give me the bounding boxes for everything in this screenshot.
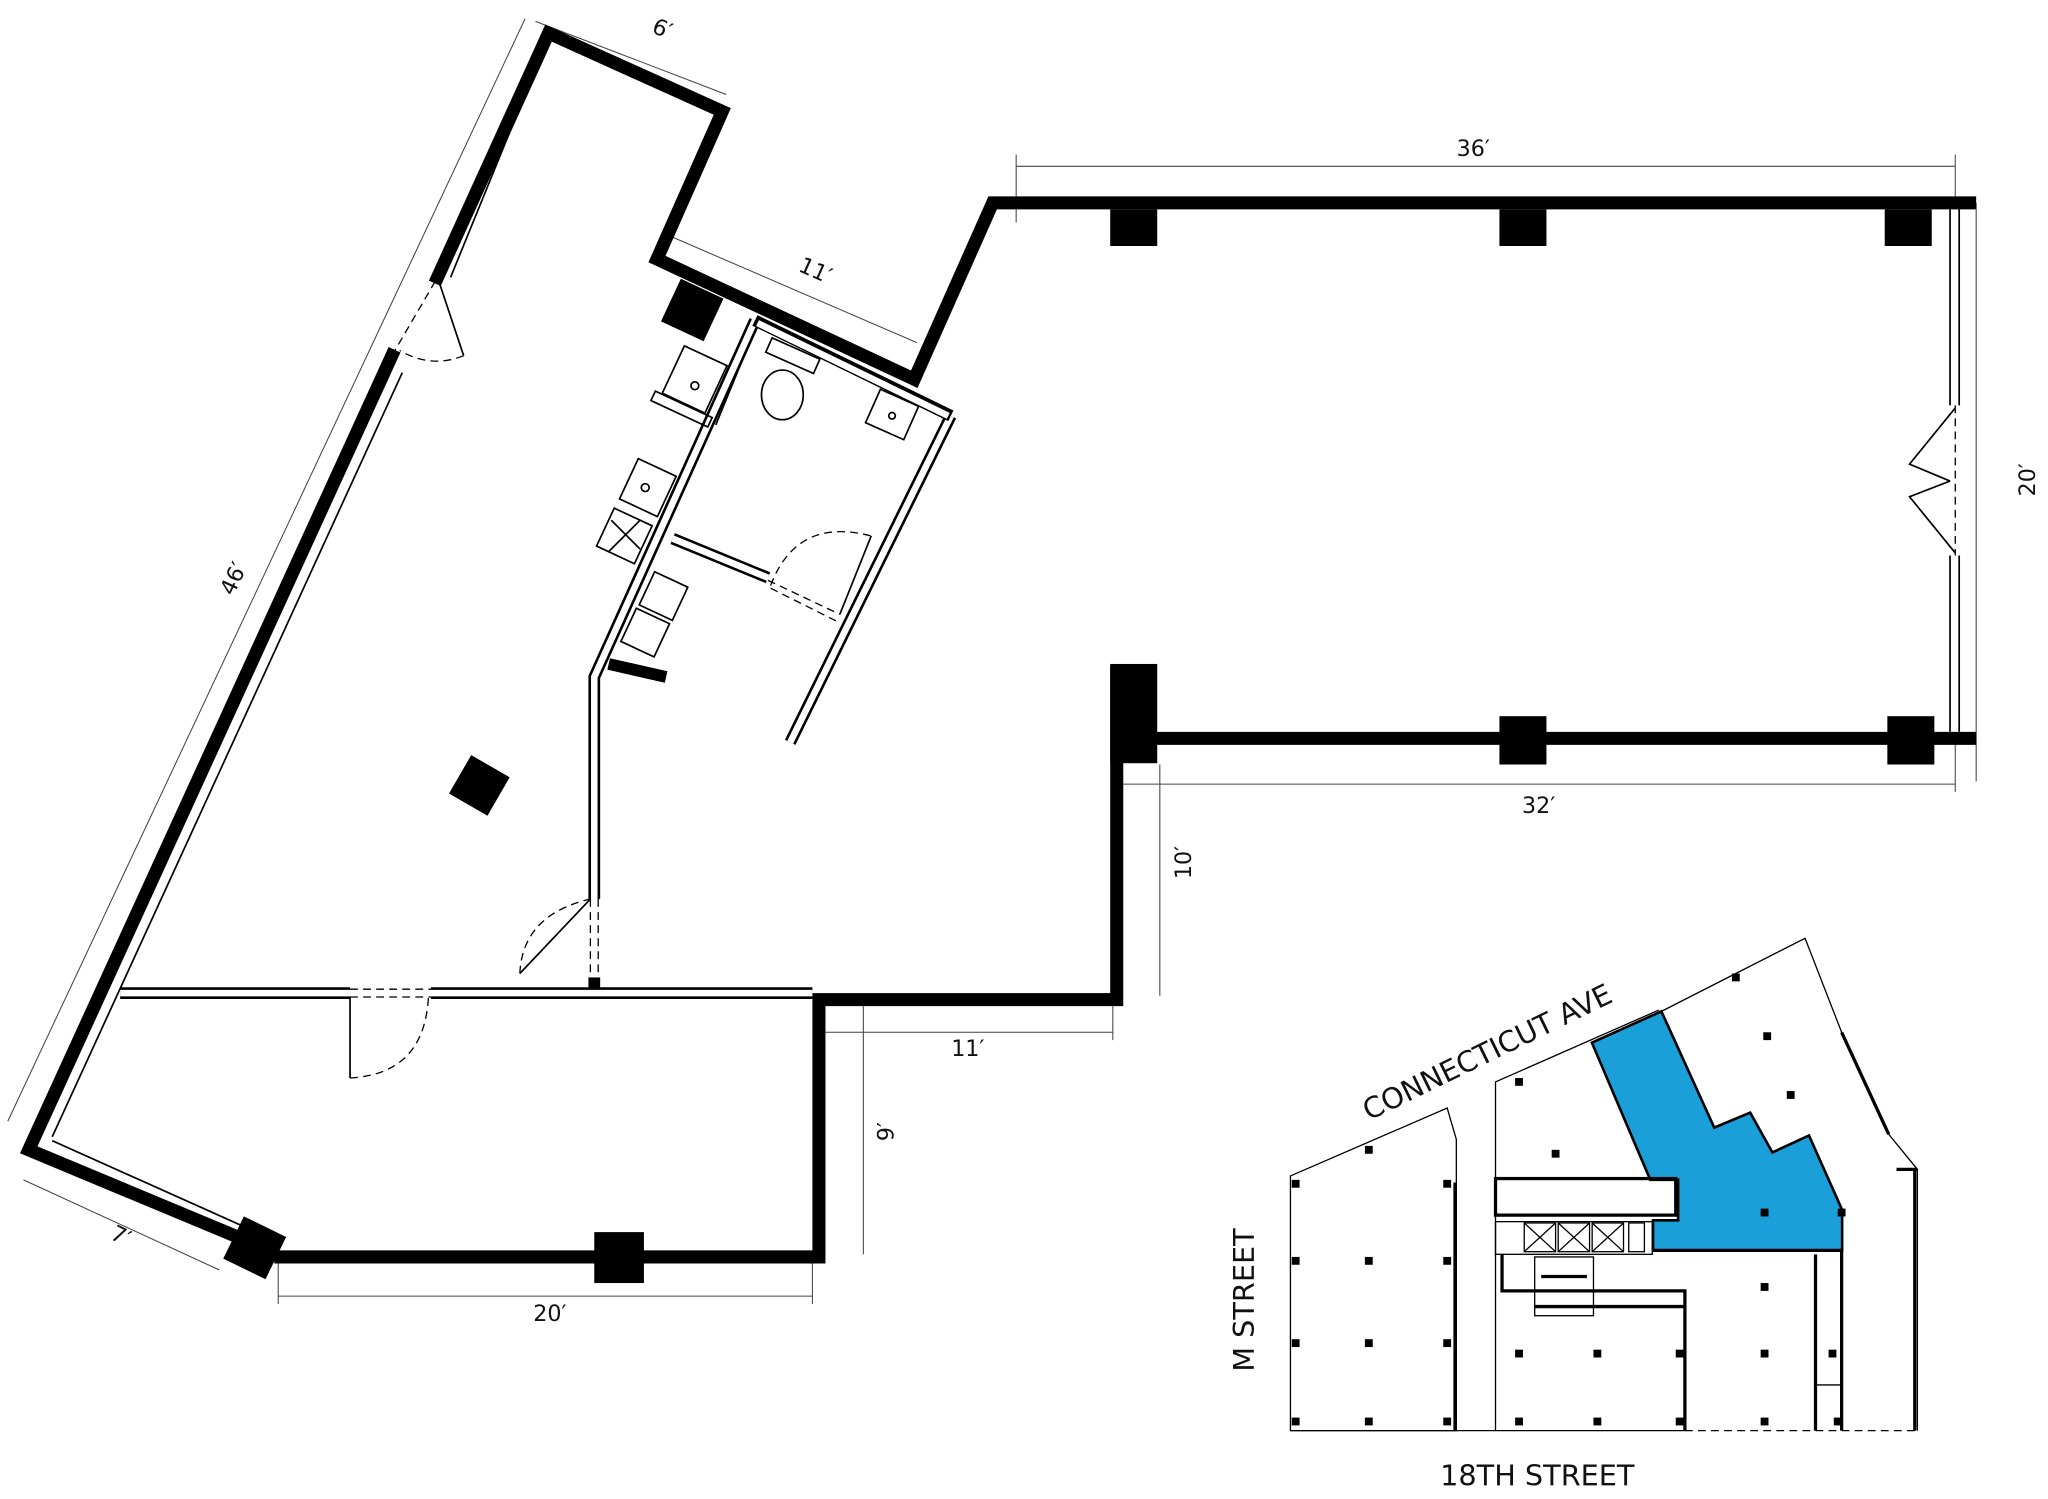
key-plan: CONNECTICUT AVE M STREET 18TH STREET	[1227, 937, 1919, 1493]
cabinet	[638, 570, 689, 622]
dim-label-bottom: 20′	[533, 1301, 566, 1327]
bathroom-sink-icon	[864, 388, 920, 441]
key-elevators	[1523, 1222, 1646, 1253]
key-core	[1493, 1176, 1678, 1217]
column	[1110, 663, 1158, 764]
column	[1887, 716, 1935, 765]
column	[1499, 716, 1547, 765]
fixtures	[595, 336, 920, 659]
key-building-left	[1289, 1107, 1457, 1432]
dim-label-lower-room: 9′	[873, 1122, 899, 1141]
column	[661, 278, 724, 342]
dim-label-inner-diagonal: 11′	[795, 252, 836, 289]
counter	[649, 389, 714, 429]
dim-line-bottom-left	[23, 1179, 220, 1271]
dimension-lines	[7, 18, 1977, 1304]
drain-icon	[690, 380, 700, 391]
dim-line-inner-diagonal	[668, 235, 918, 344]
dim-label-top: 36′	[1457, 136, 1490, 162]
column	[1499, 209, 1547, 246]
key-stairs	[1534, 1256, 1595, 1317]
cabinet	[619, 607, 671, 659]
toilet-tank	[764, 336, 821, 375]
highlighted-suite	[1590, 1009, 1844, 1252]
street-label-18th-street: 18TH STREET	[1440, 1459, 1635, 1493]
column	[1110, 209, 1158, 246]
side-door	[391, 277, 465, 362]
dim-label-left: 46′	[215, 558, 253, 599]
columns	[223, 209, 1935, 1284]
dim-label-step-width: 11′	[951, 1036, 984, 1062]
kitchen-sink-icon	[661, 344, 729, 415]
interior-partitions	[120, 315, 957, 999]
sink-icon	[618, 457, 678, 518]
key-columns	[1291, 973, 1846, 1426]
column	[1884, 209, 1932, 246]
column	[594, 1232, 644, 1284]
column	[449, 755, 510, 816]
interior-doors	[349, 531, 872, 1079]
dim-line-left	[7, 18, 526, 1122]
storefront-windows	[1908, 209, 1961, 732]
dim-label-step-height: 10′	[1171, 846, 1197, 879]
grab-bar	[714, 344, 750, 426]
dim-label-bottom-left: 7′	[106, 1220, 135, 1252]
street-label-connecticut-ave: CONNECTICUT AVE	[1357, 977, 1617, 1127]
dim-label-right: 20′	[2015, 463, 2041, 496]
dim-line-top-left	[535, 20, 727, 95]
dim-label-bottom-right: 32′	[1522, 793, 1555, 819]
toilet-icon	[760, 369, 805, 421]
column	[223, 1216, 287, 1280]
appliance-icon	[595, 507, 654, 565]
dim-label-top-left: 6′	[648, 14, 676, 45]
street-label-m-street: M STREET	[1227, 1228, 1261, 1372]
